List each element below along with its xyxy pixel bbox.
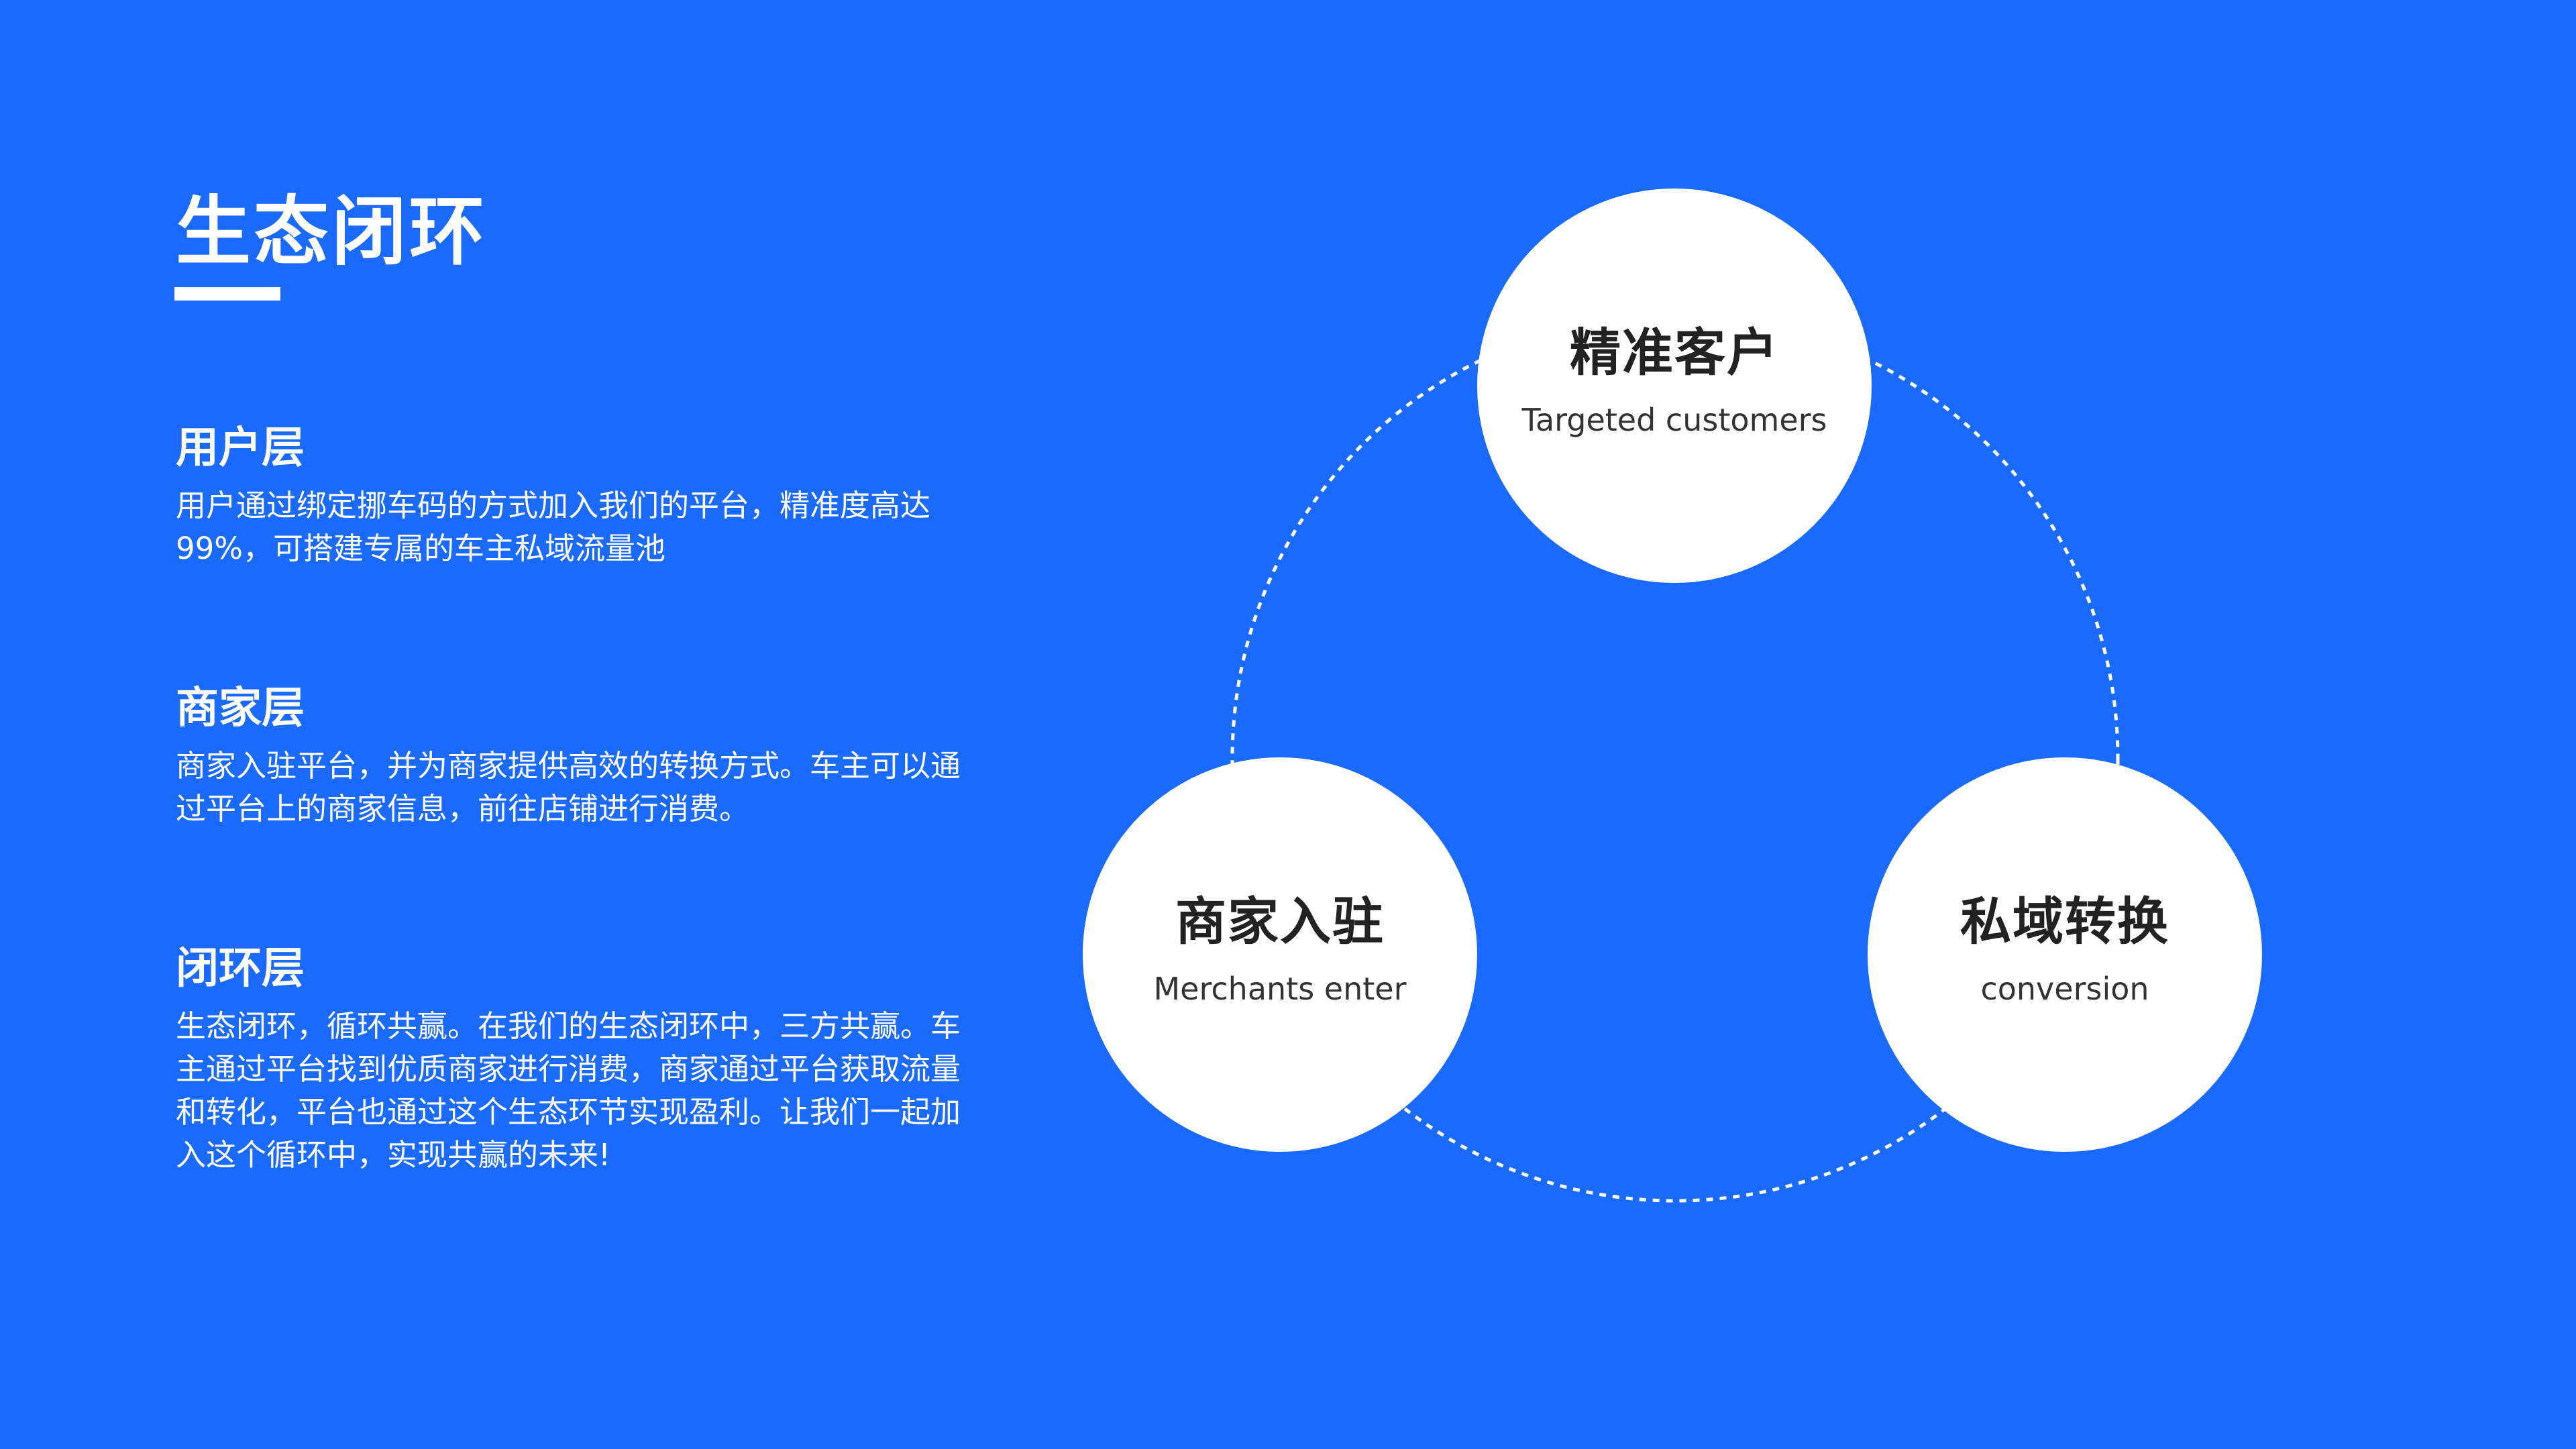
cycle-node-targeted-customers: 精准客户 Targeted customers xyxy=(1477,189,1872,583)
node-title: 私域转换 xyxy=(1960,892,2169,951)
node-title: 精准客户 xyxy=(1570,323,1779,382)
section-heading: 商家层 xyxy=(176,684,305,733)
section-merchant-layer: 商家层 商家入驻平台，并为商家提供高效的转换方式。车主可以通过平台上的商家信息，… xyxy=(176,682,987,830)
section-user-layer: 用户层 用户通过绑定挪车码的方式加入我们的平台，精准度高达99%，可搭建专属的车… xyxy=(176,421,987,570)
cycle-node-merchants-enter: 商家入驻 Merchants enter xyxy=(1083,757,1477,1152)
cycle-node-conversion: 私域转换 conversion xyxy=(1868,757,2262,1152)
page-title: 生态闭环 xyxy=(176,189,487,276)
section-heading: 闭环层 xyxy=(176,944,305,994)
section-body: 用户通过绑定挪车码的方式加入我们的平台，精准度高达99%，可搭建专属的车主私域流… xyxy=(176,488,931,566)
title-underline xyxy=(174,287,280,301)
node-subtitle: conversion xyxy=(1980,971,2149,1007)
node-subtitle: Merchants enter xyxy=(1153,971,1407,1007)
section-body: 商家入驻平台，并为商家提供高效的转换方式。车主可以通过平台上的商家信息，前往店铺… xyxy=(176,748,961,826)
section-body: 生态闭环，循环共赢。在我们的生态闭环中，三方共赢。车主通过平台找到优质商家进行消… xyxy=(176,1008,961,1173)
section-loop-layer: 闭环层 生态闭环，循环共赢。在我们的生态闭环中，三方共赢。车主通过平台找到优质商… xyxy=(176,942,987,1177)
section-heading: 用户层 xyxy=(176,423,305,473)
node-subtitle: Targeted customers xyxy=(1521,402,1827,438)
node-title: 商家入驻 xyxy=(1175,892,1385,951)
